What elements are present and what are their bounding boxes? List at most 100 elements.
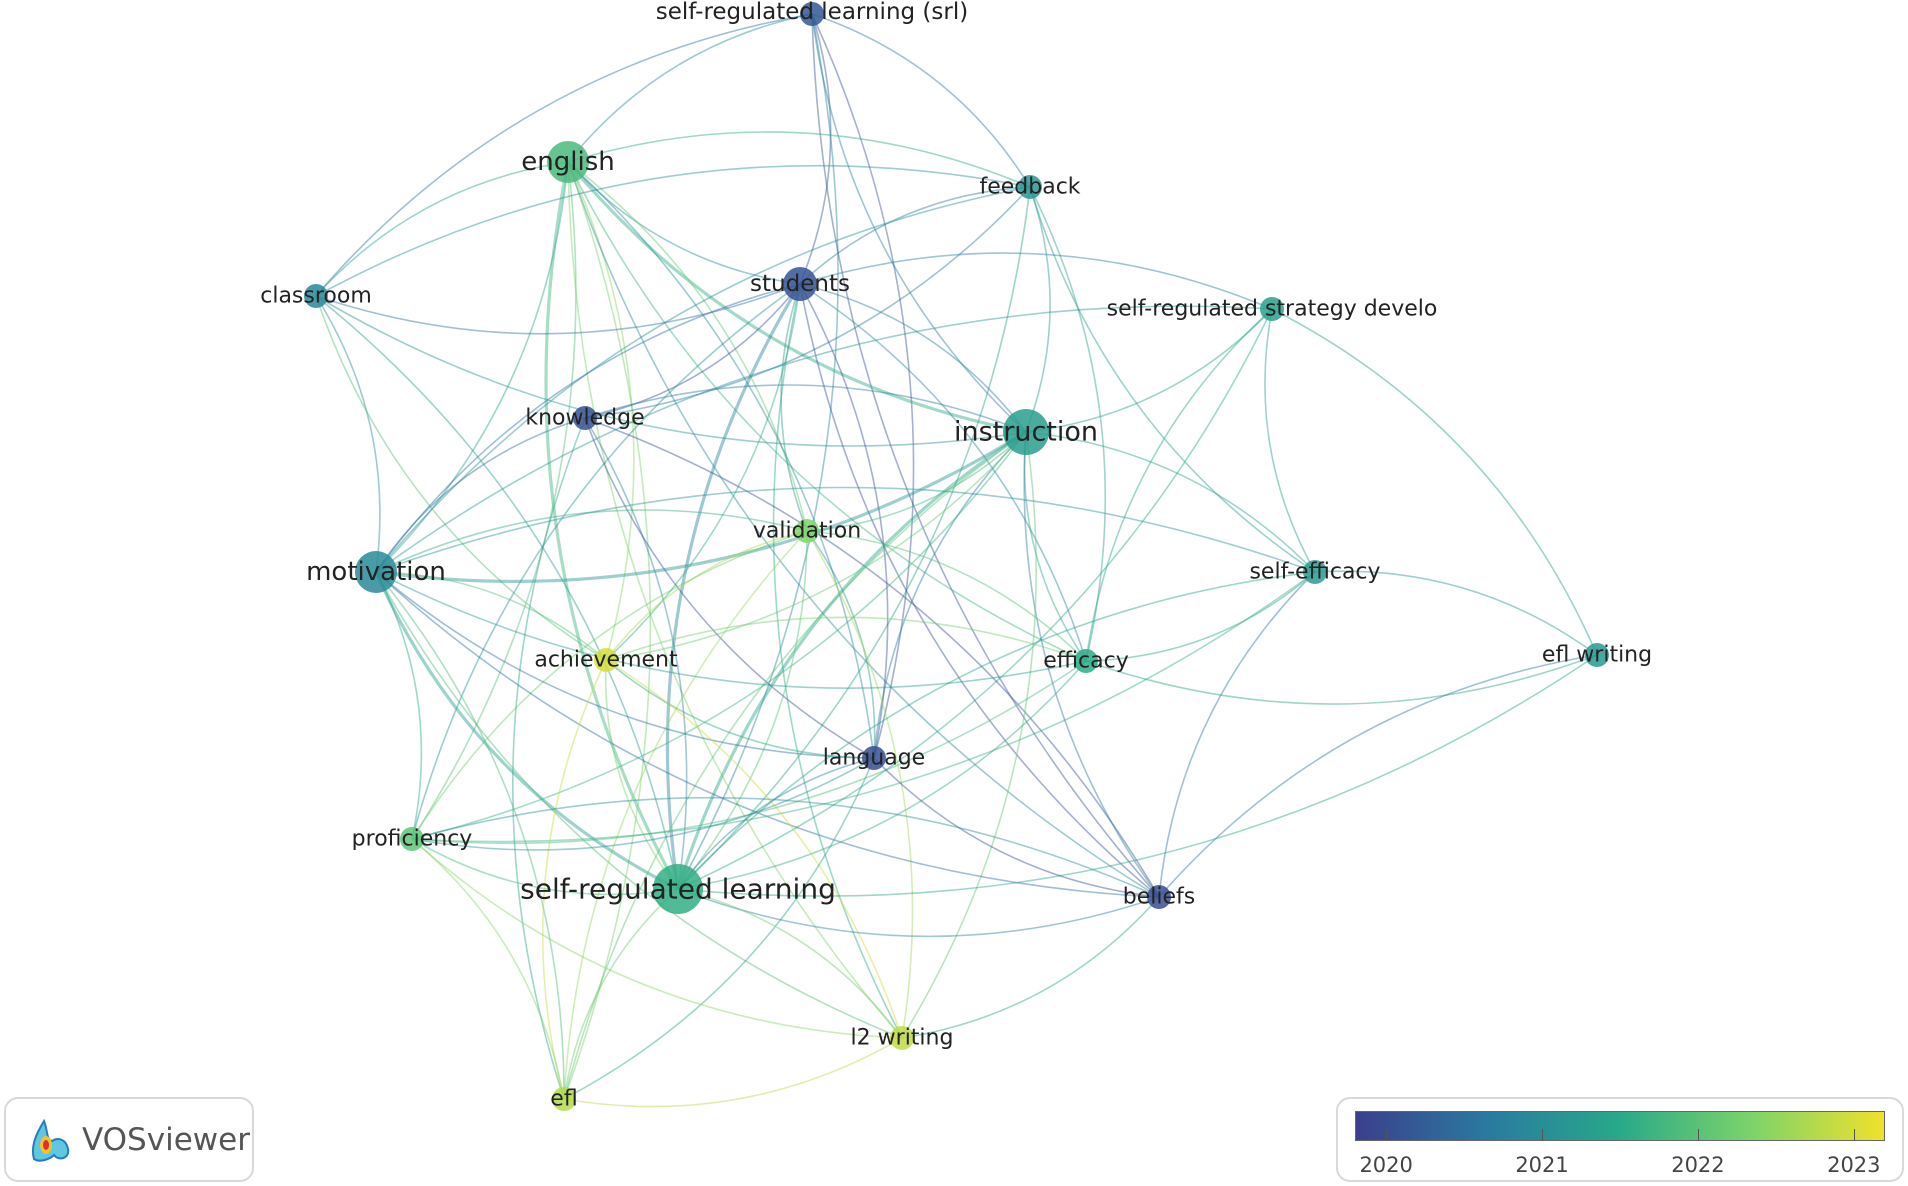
node-motivation[interactable] [355,551,397,593]
edge-motivation-self_efficacy [375,486,1316,573]
node-feedback[interactable] [1018,175,1042,199]
edge-students-motivation [375,283,801,573]
node-classroom[interactable] [304,284,328,308]
node-self-efficacy[interactable] [1303,560,1327,584]
edge-motivation-efl [375,571,565,1100]
node-label-classroom: classroom [260,284,372,309]
edge-validation-language [806,530,876,759]
edge-english-proficiency [411,161,577,840]
legend-tick-2022 [1697,1129,1699,1141]
edge-english-feedback [567,131,1031,188]
edge-instruction-language [873,431,1027,759]
edge-english-srl [544,161,680,890]
edge-language-proficiency [411,757,875,851]
edge-self_efficacy-efl_writing [1314,570,1598,656]
edge-instruction-self_efficacy [1025,431,1316,573]
node-label-efl-writing: efl writing [1542,643,1652,668]
edge-feedback-students [799,186,1031,285]
edge-classroom-instruction [315,295,1027,447]
edge-validation-l2_writing [806,530,914,1039]
vosviewer-logo: VOSviewer [4,1097,254,1182]
node-srl-abbr[interactable] [800,2,824,26]
edge-feedback-instruction [1025,186,1051,433]
node-proficiency[interactable] [400,827,424,851]
node-layer [304,2,1609,1111]
edge-motivation-beliefs [375,571,1160,898]
edge-feedback-efficacy [1029,186,1107,662]
edge-motivation-achievement [375,571,607,661]
edge-proficiency-srl [411,838,679,896]
edge-achievement-srl [604,659,679,890]
node-efficacy[interactable] [1074,649,1098,673]
edge-feedback-self_efficacy [1029,186,1316,573]
node-efl-writing[interactable] [1585,643,1609,667]
edge-l2_writing-beliefs [901,896,1160,1039]
edge-motivation-srl [374,571,679,891]
edge-efl_writing-srl [677,654,1598,897]
node-label-validation: validation [753,519,861,544]
edge-efl_writing-beliefs [1158,654,1598,898]
node-instruction[interactable] [1003,409,1049,455]
vosviewer-logo-icon [32,1118,70,1162]
node-students[interactable] [783,267,817,301]
edge-english-classroom [315,161,569,297]
node-srl[interactable] [653,864,703,914]
edge-instruction-proficiency [411,431,1027,840]
node-label-feedback: feedback [979,175,1080,200]
node-label-efficacy: efficacy [1043,649,1129,674]
edge-proficiency-l2_writing [411,838,903,1039]
edge-english-beliefs [567,161,1160,898]
node-label-srl: self-regulated learning [520,873,836,906]
node-beliefs[interactable] [1147,885,1171,909]
edge-english-motivation [375,161,569,573]
node-l2-writing[interactable] [890,1026,914,1050]
edge-motivation-efficacy [375,571,1087,689]
node-label-achievement: achievement [534,648,678,673]
node-label-instruction: instruction [954,417,1098,448]
edge-motivation-l2_writing [375,571,903,1039]
edge-classroom-achievement [315,295,607,661]
edge-classroom-srl [315,295,679,890]
edge-knowledge-efl [512,417,586,1100]
edge-achievement-efl [541,659,607,1100]
node-language[interactable] [862,746,886,770]
edge-srl_abbr-language [811,13,915,759]
node-srsd[interactable] [1260,297,1284,321]
edge-students-beliefs [799,283,1160,898]
edge-language-efl [563,757,875,1100]
node-label-srsd: self-regulated strategy develo [1107,297,1438,322]
edge-srsd-motivation [375,305,1273,573]
edge-students-l2_writing [772,283,903,1039]
edge-achievement-l2_writing [605,659,903,1039]
edge-self_efficacy-proficiency [411,571,1316,843]
edge-validation-efl [563,530,808,1100]
edge-feedback-knowledge [584,186,1031,419]
node-validation[interactable] [795,519,819,543]
label-layer: self-regulated learning (srl)englishfeed… [260,0,1652,1112]
node-label-srl-abbr: self-regulated learning (srl) [656,0,968,25]
edge-srsd-efl_writing [1271,308,1598,656]
edge-motivation-proficiency [375,571,423,840]
node-knowledge[interactable] [573,406,597,430]
edge-instruction-achievement [605,431,1027,661]
edge-english-efl [563,161,652,1100]
node-achievement[interactable] [594,648,618,672]
edge-validation-motivation [375,509,808,573]
edge-srsd-srl [677,308,1273,890]
edge-english-students [567,161,801,285]
node-label-beliefs: beliefs [1123,885,1195,910]
edge-validation-efficacy [806,530,1087,662]
edge-layer [315,13,1598,1108]
edge-instruction-srl [676,430,1027,890]
node-label-efl: efl [550,1087,577,1112]
edge-validation-srl [677,530,808,890]
edge-srsd-efficacy [1085,308,1273,662]
edge-efficacy-srl [677,660,1087,890]
node-english[interactable] [547,141,589,183]
edge-srl_abbr-feedback [811,13,1031,188]
edge-english-instruction [566,160,1027,434]
edge-validation-achievement [605,530,808,661]
node-efl[interactable] [552,1087,576,1111]
edge-instruction-l2_writing [901,431,1037,1039]
